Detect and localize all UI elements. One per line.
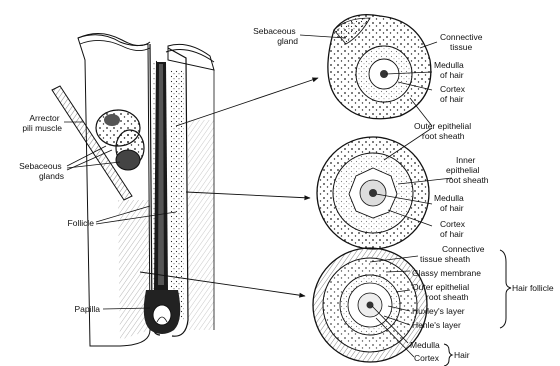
label-arrector-pili-muscle: Arrector pili muscle xyxy=(22,113,62,133)
label-connective-tissue: Connective tissue xyxy=(440,32,485,52)
label-cortex-of-hair-2: Cortex of hair xyxy=(440,219,467,239)
longitudinal-section xyxy=(52,33,214,346)
label-cortex-of-hair-1: Cortex of hair xyxy=(440,84,467,104)
label-sebaceous-gland: Sebaceous gland xyxy=(253,26,298,46)
label-outer-epithelial-root-sheath-1: Outer epithelial root sheath xyxy=(414,121,474,141)
label-henles-layer: Henle's layer xyxy=(412,320,461,330)
label-huxleys-layer: Huxley's layer xyxy=(412,306,465,316)
label-papilla: Papilla xyxy=(74,304,100,314)
label-connective-tissue-sheath: Connective tissue sheath xyxy=(420,244,487,264)
label-hair-follicle: Hair follicle xyxy=(512,283,554,293)
label-medulla: Medulla xyxy=(410,340,440,350)
label-medulla-of-hair-2: Medulla of hair xyxy=(434,193,466,213)
label-glassy-membrane: Glassy membrane xyxy=(412,268,481,278)
label-inner-epithelial-root-sheath: Inner epithelial root sheath xyxy=(446,155,489,185)
label-cortex: Cortex xyxy=(414,353,440,363)
cross-section-top xyxy=(328,15,431,119)
label-follicle: Follicle xyxy=(68,218,95,228)
label-sebaceous-glands: Sebaceous glands xyxy=(19,161,64,181)
labels: Arrector pili muscle Sebaceous glands Fo… xyxy=(19,26,554,363)
cross-section-middle xyxy=(317,137,429,249)
label-medulla-of-hair-1: Medulla of hair xyxy=(434,60,466,80)
label-hair: Hair xyxy=(454,350,470,360)
